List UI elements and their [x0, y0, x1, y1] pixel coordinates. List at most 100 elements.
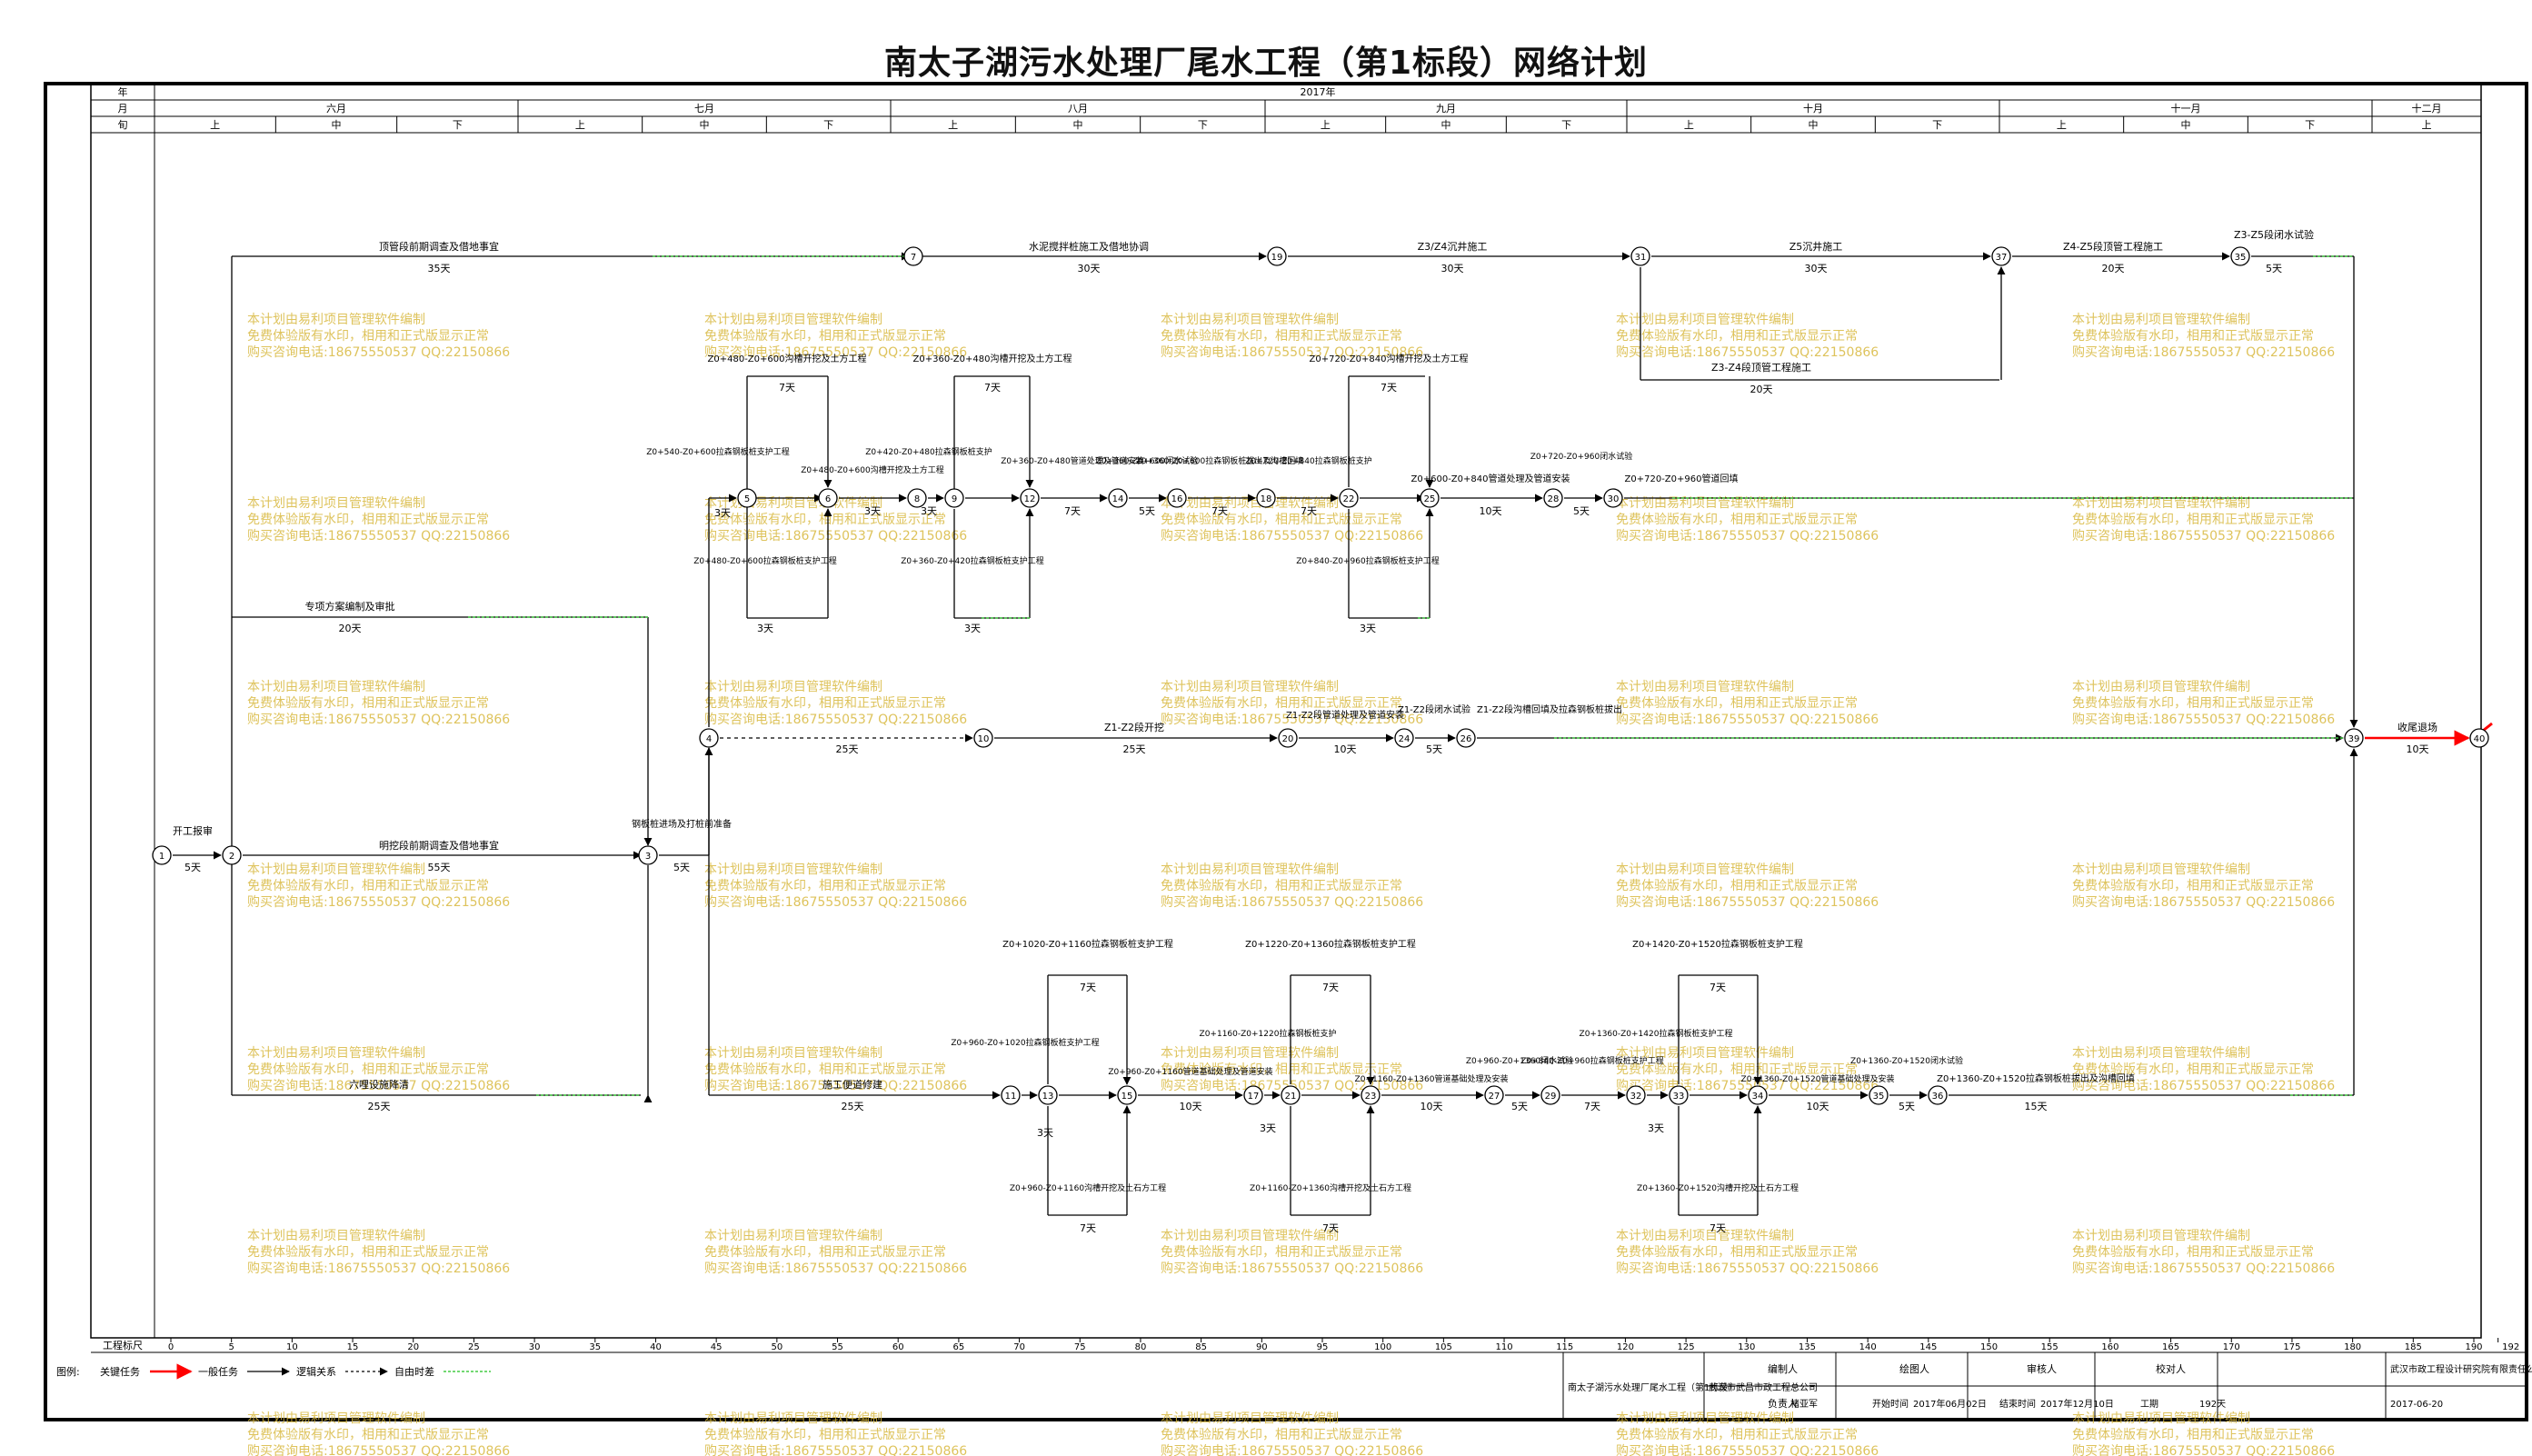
legend-item-critical: 关键任务 — [100, 1365, 140, 1378]
activity-label: Z0+960-Z0+1160沟槽开挖及土石方工程 — [1010, 1182, 1166, 1193]
watermark-text: 购买咨询电话:18675550537 QQ:22150866 — [1616, 529, 1879, 544]
watermark-text: 购买咨询电话:18675550537 QQ:22150866 — [704, 345, 967, 360]
watermark-text: 免费体验版有水印，相用和正式版显示正常 — [1161, 513, 1402, 527]
activity-duration: 20天 — [2102, 263, 2125, 274]
event-node-label: 11 — [1005, 1092, 1017, 1102]
activity-duration: 3天 — [921, 505, 937, 517]
watermark-text: 本计划由易利项目管理软件编制 — [2072, 680, 2250, 694]
dekad-label: 下 — [453, 119, 463, 131]
event-node-label: 34 — [1752, 1092, 1764, 1102]
watermark-text: 购买咨询电话:18675550537 QQ:22150866 — [1161, 1262, 1423, 1276]
watermark-text: 免费体验版有水印，相用和正式版显示正常 — [1161, 1428, 1402, 1442]
scale-tick: 70 — [1013, 1342, 1025, 1352]
info-designer: 武汉市政工程设计研究院有限责任公司 — [2390, 1363, 2532, 1375]
watermark-text: 免费体验版有水印，相用和正式版显示正常 — [1161, 1245, 1402, 1260]
event-node — [1540, 1085, 1560, 1105]
watermark-text: 免费体验版有水印，相用和正式版显示正常 — [2072, 879, 2314, 893]
scale-tick: 75 — [1074, 1342, 1086, 1352]
event-node-label: 15 — [1121, 1092, 1133, 1102]
event-node-label: 40 — [2474, 734, 2486, 744]
scale-tick: 165 — [2162, 1342, 2179, 1352]
event-node-label: 20 — [1282, 734, 1294, 744]
info-label: 结束时间 — [1999, 1398, 2036, 1410]
activity-duration: 25天 — [1123, 743, 1146, 755]
event-node — [1117, 1085, 1137, 1105]
event-node-label: 19 — [1271, 253, 1283, 263]
scale-tick: 160 — [2101, 1342, 2118, 1352]
scale-tick: 192 — [2502, 1342, 2519, 1352]
watermark-text: 免费体验版有水印，相用和正式版显示正常 — [1616, 1245, 1858, 1260]
watermark-text: 本计划由易利项目管理软件编制 — [2072, 863, 2250, 877]
event-node-label: 22 — [1343, 494, 1355, 504]
watermark-text: 购买咨询电话:18675550537 QQ:22150866 — [1161, 529, 1423, 544]
event-node — [1630, 246, 1650, 266]
activity-label: 开工报审 — [173, 824, 213, 837]
watermark-text: 免费体验版有水印，相用和正式版显示正常 — [704, 1245, 946, 1260]
dekad-label: 下 — [823, 119, 833, 131]
watermark-text: 免费体验版有水印，相用和正式版显示正常 — [704, 1062, 946, 1077]
scale-tick: 140 — [1859, 1342, 1877, 1352]
activity-duration: 5天 — [1573, 505, 1590, 517]
scale-tick: 0 — [168, 1342, 174, 1352]
activity-label: 钢板桩进场及打桩前准备 — [632, 818, 732, 830]
info-value: 192天 — [2199, 1400, 2226, 1410]
activity-labels: 开工报审 5天 顶管段前期调查及借地事宜 35天 水泥搅拌桩施工及借地协调 30… — [173, 228, 2437, 1234]
watermark-text: 本计划由易利项目管理软件编制 — [1616, 1229, 1794, 1243]
event-node — [638, 845, 658, 865]
activity-duration: 10天 — [2407, 743, 2429, 755]
scale-tick: 80 — [1135, 1342, 1147, 1352]
activity-label: 六哩设施降清 — [349, 1078, 409, 1091]
watermark-text: 免费体验版有水印，相用和正式版显示正常 — [1616, 696, 1858, 711]
activity-duration: 10天 — [1180, 1101, 1202, 1112]
event-node — [2230, 246, 2250, 266]
watermark-text: 购买咨询电话:18675550537 QQ:22150866 — [2072, 713, 2335, 727]
activity-label: Z1-Z2段管道处理及管道安装 — [1286, 709, 1404, 721]
activity-label: Z0+360-Z0+600闭水试验 — [1096, 455, 1198, 466]
activity-label: Z0+720-Z0+960闭水试验 — [1530, 451, 1632, 462]
activity-duration: 7天 — [1381, 382, 1397, 394]
watermark-text: 免费体验版有水印，相用和正式版显示正常 — [247, 329, 489, 344]
month-label: 十一月 — [2171, 102, 2201, 115]
watermark-text: 购买咨询电话:18675550537 QQ:22150866 — [704, 1079, 967, 1093]
activity-duration: 5天 — [2266, 263, 2282, 274]
info-label: 工期 — [2140, 1399, 2158, 1410]
row-label-month: 月 — [118, 103, 128, 115]
watermark-text: 购买咨询电话:18675550537 QQ:22150866 — [247, 1079, 510, 1093]
activity-duration: 3天 — [964, 623, 981, 634]
dekad-label: 上 — [2422, 119, 2432, 131]
month-label: 六月 — [326, 103, 346, 115]
activity-label: Z0+360-Z0+420拉森钢板桩支护工程 — [901, 555, 1043, 566]
watermark-text: 免费体验版有水印，相用和正式版显示正常 — [1161, 329, 1402, 344]
activity-label: Z0+1360-Z0+1520闭水试验 — [1850, 1055, 1963, 1066]
info-value: 褚亚军 — [1790, 1398, 1818, 1410]
activity-duration: 25天 — [842, 1101, 864, 1112]
event-node — [1020, 488, 1040, 508]
watermark-layer: 本计划由易利项目管理软件编制免费体验版有水印，相用和正式版显示正常购买咨询电话:… — [247, 313, 2335, 1456]
dekad-label: 中 — [700, 119, 710, 131]
watermark-text: 本计划由易利项目管理软件编制 — [1616, 1046, 1794, 1061]
event-node-label: 2 — [229, 852, 234, 862]
activity-label: Z0+1420-Z0+1520拉森钢板桩支护工程 — [1632, 938, 1803, 950]
scale-tick: 170 — [2223, 1342, 2240, 1352]
activity-label: 明挖段前期调查及借地事宜 — [379, 839, 499, 852]
watermark-text: 免费体验版有水印，相用和正式版显示正常 — [704, 513, 946, 527]
activity-duration: 3天 — [757, 623, 773, 634]
legend: 图例: 关键任务 一般任务 逻辑关系 自由时差 — [56, 1363, 491, 1380]
outer-frame — [44, 82, 2528, 1421]
event-node-label: 39 — [2348, 734, 2360, 744]
activity-label: Z0+600-Z0+840管道处理及管道安装 — [1411, 473, 1570, 484]
watermark-text: 免费体验版有水印，相用和正式版显示正常 — [1616, 1062, 1858, 1077]
scale-label: 工程标尺 — [103, 1339, 143, 1351]
activity-duration: 20天 — [339, 623, 362, 634]
watermark-text: 购买咨询电话:18675550537 QQ:22150866 — [247, 713, 510, 727]
event-node — [1420, 488, 1440, 508]
activity-label: 水泥搅拌桩施工及借地协调 — [1029, 240, 1149, 253]
activity-label: Z0+420-Z0+480拉森钢板桩支护 — [865, 446, 992, 457]
activity-duration: 5天 — [1426, 743, 1442, 755]
scale-tick: 30 — [529, 1342, 541, 1352]
event-node — [944, 488, 964, 508]
event-node-label: 4 — [706, 734, 712, 744]
month-label: 十二月 — [2412, 102, 2442, 115]
event-node — [973, 728, 993, 748]
event-node — [1603, 488, 1623, 508]
